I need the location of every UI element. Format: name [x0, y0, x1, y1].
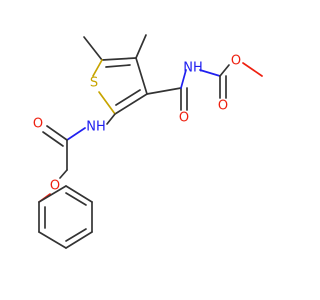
atom-amide-o-right-label: O	[179, 111, 189, 126]
bond-nh-amide-c	[66, 127, 86, 141]
bond-nh-carbamate-c	[199, 69, 221, 77]
bond-ring-s-c5	[92, 59, 103, 77]
bond-ring-c3-c2-inner	[115, 89, 141, 106]
bond-ph-inner-2	[65, 228, 87, 242]
bond-o-methyl	[242, 62, 263, 77]
bond-carbonyl-nh	[180, 69, 187, 89]
bond-ph-inner-3	[65, 192, 87, 206]
molecule-structure: S NH NH O O O O O	[0, 0, 300, 300]
bond-ph-5	[65, 185, 93, 203]
bond-amide-c-o-2	[42, 131, 64, 147]
bond-ring-c5-c4-inner	[105, 64, 131, 68]
bond-c2-nh	[106, 113, 116, 125]
atom-ether-o-label: O	[50, 179, 60, 194]
bond-carbamate-c-o-single	[219, 64, 230, 77]
bond-ring-c5-c4	[101, 57, 137, 61]
bond-methyl-2	[135, 34, 147, 59]
atom-sulfur-label: S	[90, 76, 98, 91]
bond-ph-3	[65, 231, 93, 249]
atom-amide-nh-left-label: NH	[86, 120, 106, 135]
bonds	[38, 34, 263, 249]
bond-c3-carbonyl	[146, 87, 182, 95]
atom-labels: S NH NH O O O O O	[33, 54, 241, 194]
bond-ch2-o	[59, 169, 68, 179]
bond-ph-6	[38, 185, 67, 203]
atom-carbamate-o-double-label: O	[218, 99, 228, 114]
bond-ring-c3-c2	[114, 93, 148, 115]
atom-carbamate-nh-label: NH	[183, 61, 203, 76]
background	[0, 0, 300, 300]
atom-amide-o-left-label: O	[33, 117, 43, 132]
atom-ester-o-single-label: O	[231, 54, 241, 69]
bond-ring-c4-c3	[135, 57, 148, 95]
bond-ring-c2-s	[98, 91, 116, 115]
bond-amide-c-o-1	[46, 125, 68, 141]
bond-methyl-1	[83, 36, 103, 61]
bond-ph-2	[38, 231, 67, 249]
